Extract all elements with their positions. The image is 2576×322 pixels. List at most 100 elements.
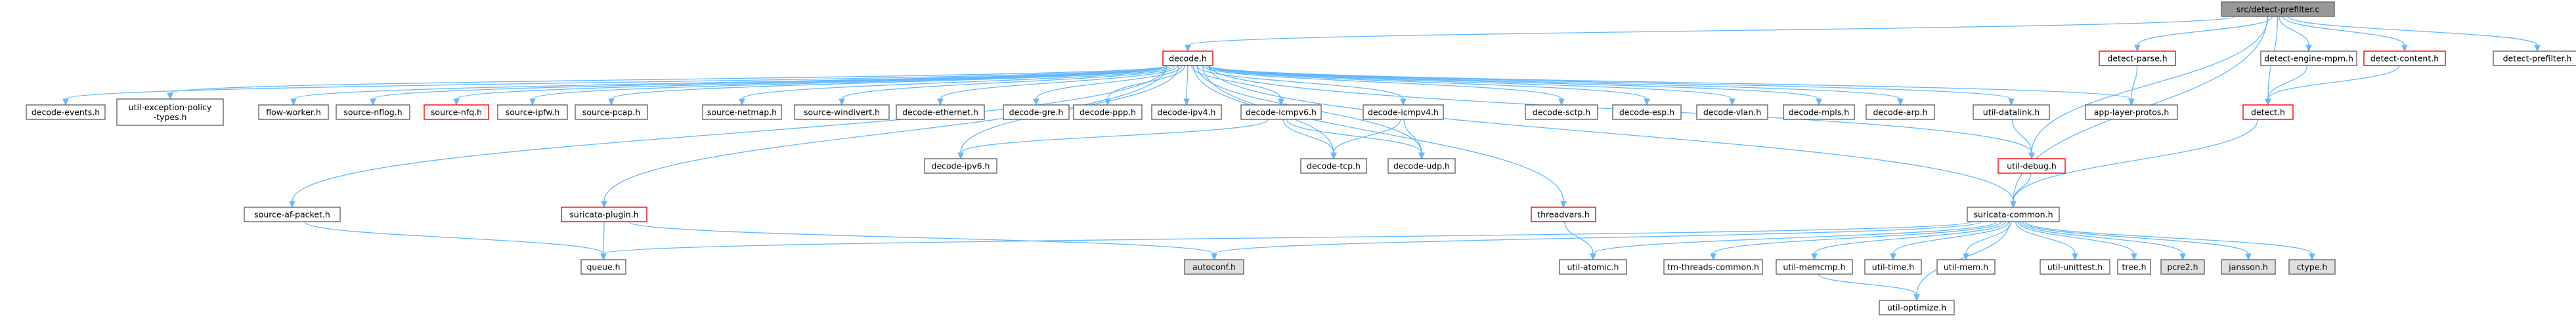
edge-suricata_common_h-to-util_unittest_h <box>2015 221 2078 261</box>
node-suricata-common-h[interactable]: suricata-common.h <box>1967 207 2060 222</box>
node-jansson-h[interactable]: jansson.h <box>2221 259 2276 275</box>
node-util-memcmp-h[interactable]: util-memcmp.h <box>1776 259 1853 275</box>
node-source-nflog-h[interactable]: source-nflog.h <box>336 104 410 120</box>
edge-root-to-decode_h <box>1185 16 2235 52</box>
edge-detect_engine_mpm_h-to-detect_h <box>2265 65 2308 106</box>
node-decode-icmpv6-h[interactable]: decode-icmpv6.h <box>1240 104 1322 120</box>
node-source-nfq-h[interactable]: source-nfq.h <box>424 104 489 120</box>
edge-suricata_common_h-to-autoconf_h <box>1211 221 1982 261</box>
node-label: util-unittest.h <box>2047 262 2103 272</box>
edge-suricata_common_h-to-tree_h <box>2017 221 2137 261</box>
node-decode-esp-h[interactable]: decode-esp.h <box>1612 104 1682 120</box>
node-label: decode-ipv4.h <box>1158 108 1216 117</box>
node-box <box>1696 104 1768 120</box>
node-box <box>2221 259 2276 275</box>
node-decode-ethernet-h[interactable]: decode-ethernet.h <box>896 104 985 120</box>
node-box <box>1864 259 1922 275</box>
node-box <box>1300 158 1367 174</box>
node-util-datalink-h[interactable]: util-datalink.h <box>1973 104 2050 120</box>
node-label: decode-icmpv4.h <box>1368 108 1439 117</box>
node-label: tree.h <box>2122 262 2146 272</box>
node-box <box>1663 259 1763 275</box>
node-label: decode-tcp.h <box>1307 161 1361 171</box>
edge-decode_icmpv6_h-to-decode_ipv6_h <box>957 119 1269 160</box>
node-decode-gre-h[interactable]: decode-gre.h <box>1003 104 1070 120</box>
node-label: decode-sctp.h <box>1533 108 1590 117</box>
node-util-mem-h[interactable]: util-mem.h <box>1936 259 1996 275</box>
edge-decode_h-to-source_pcap_h <box>608 65 1168 106</box>
node-pcre2-h[interactable]: pcre2.h <box>2160 259 2205 275</box>
node-decode-ipv6-h[interactable]: decode-ipv6.h <box>924 158 997 174</box>
node-box <box>2242 104 2294 120</box>
node-root[interactable]: src/detect-prefilter.c <box>2221 1 2335 17</box>
node-flow-worker-h[interactable]: flow-worker.h <box>258 104 329 120</box>
node-source-windivert-h[interactable]: source-windivert.h <box>794 104 890 120</box>
node-detect-h[interactable]: detect.h <box>2242 104 2294 120</box>
node-decode-arp-h[interactable]: decode-arp.h <box>1866 104 1935 120</box>
node-decode-h[interactable]: decode.h <box>1162 50 1213 66</box>
edge-decode_h-to-source_af_packet_h <box>289 65 1168 209</box>
node-util-exception-policy-types-h[interactable]: util-exception-policy-types.h <box>116 98 224 126</box>
node-box <box>1531 207 1596 222</box>
node-source-ipfw-h[interactable]: source-ipfw.h <box>497 104 568 120</box>
node-box <box>1783 104 1855 120</box>
node-decode-ipv4-h[interactable]: decode-ipv4.h <box>1151 104 1222 120</box>
node-tree-h[interactable]: tree.h <box>2117 259 2151 275</box>
node-suricata-plugin-h[interactable]: suricata-plugin.h <box>561 207 647 222</box>
node-source-af-packet-h[interactable]: source-af-packet.h <box>244 207 341 222</box>
edge-root-to-detect_parse_h <box>2134 16 2273 52</box>
node-box <box>1184 259 1244 275</box>
edge-suricata_common_h-to-jansson_h <box>2022 221 2252 261</box>
node-box <box>1559 259 1627 275</box>
node-util-time-h[interactable]: util-time.h <box>1864 259 1922 275</box>
node-label: decode-mpls.h <box>1789 108 1849 117</box>
node-decode-icmpv4-h[interactable]: decode-icmpv4.h <box>1363 104 1444 120</box>
node-label: app-layer-protos.h <box>2094 108 2170 117</box>
node-detect-parse-h[interactable]: detect-parse.h <box>2099 50 2176 66</box>
node-threadvars-h[interactable]: threadvars.h <box>1531 207 1596 222</box>
node-decode-mpls-h[interactable]: decode-mpls.h <box>1783 104 1855 120</box>
node-detect-prefilter-h[interactable]: detect-prefilter.h <box>2493 50 2576 66</box>
node-autoconf-h[interactable]: autoconf.h <box>1184 259 1244 275</box>
node-decode-vlan-h[interactable]: decode-vlan.h <box>1696 104 1768 120</box>
node-box <box>2099 50 2176 66</box>
node-util-optimize-h[interactable]: util-optimize.h <box>1879 300 1955 315</box>
node-box <box>2363 50 2446 66</box>
node-label: util-mem.h <box>1944 262 1988 272</box>
node-tm-threads-common-h[interactable]: tm-threads-common.h <box>1663 259 1763 275</box>
node-decode-tcp-h[interactable]: decode-tcp.h <box>1300 158 1367 174</box>
node-queue-h[interactable]: queue.h <box>580 259 626 275</box>
node-decode-udp-h[interactable]: decode-udp.h <box>1387 158 1456 174</box>
node-label: pcre2.h <box>2167 262 2198 272</box>
edge-decode_h-to-decode_icmpv4_h <box>1196 65 1407 106</box>
node-util-unittest-h[interactable]: util-unittest.h <box>2040 259 2110 275</box>
edge-util_datalink_h-to-util_debug_h <box>2011 119 2035 160</box>
node-box <box>2288 259 2336 275</box>
node-box <box>258 104 329 120</box>
node-app-layer-protos-h[interactable]: app-layer-protos.h <box>2085 104 2178 120</box>
node-detect-content-h[interactable]: detect-content.h <box>2363 50 2446 66</box>
node-box <box>1997 158 2066 174</box>
node-label: suricata-common.h <box>1974 210 2053 220</box>
node-detect-engine-mpm-h[interactable]: detect-engine-mpm.h <box>2260 50 2357 66</box>
node-util-debug-h[interactable]: util-debug.h <box>1997 158 2066 174</box>
edge-decode_h-to-decode_ipv4_h <box>1183 65 1190 106</box>
node-box <box>1936 259 1996 275</box>
node-decode-events-h[interactable]: decode-events.h <box>26 104 106 120</box>
node-source-netmap-h[interactable]: source-netmap.h <box>702 104 782 120</box>
node-ctype-h[interactable]: ctype.h <box>2288 259 2336 275</box>
edge-decode_h-to-source_nflog_h <box>370 65 1168 106</box>
node-box <box>497 104 568 120</box>
node-box <box>26 104 106 120</box>
edge-decode_h-to-threadvars_h <box>1202 65 1567 209</box>
node-box <box>561 207 647 222</box>
edge-decode_h-to-source_ipfw_h <box>529 65 1168 106</box>
node-label: decode-icmpv6.h <box>1246 108 1317 117</box>
node-decode-sctp-h[interactable]: decode-sctp.h <box>1525 104 1598 120</box>
node-util-atomic-h[interactable]: util-atomic.h <box>1559 259 1627 275</box>
node-label: autoconf.h <box>1192 262 1236 272</box>
node-source-pcap-h[interactable]: source-pcap.h <box>575 104 648 120</box>
node-box <box>424 104 489 120</box>
node-decode-ppp-h[interactable]: decode-ppp.h <box>1073 104 1143 120</box>
node-label: source-af-packet.h <box>254 210 330 220</box>
